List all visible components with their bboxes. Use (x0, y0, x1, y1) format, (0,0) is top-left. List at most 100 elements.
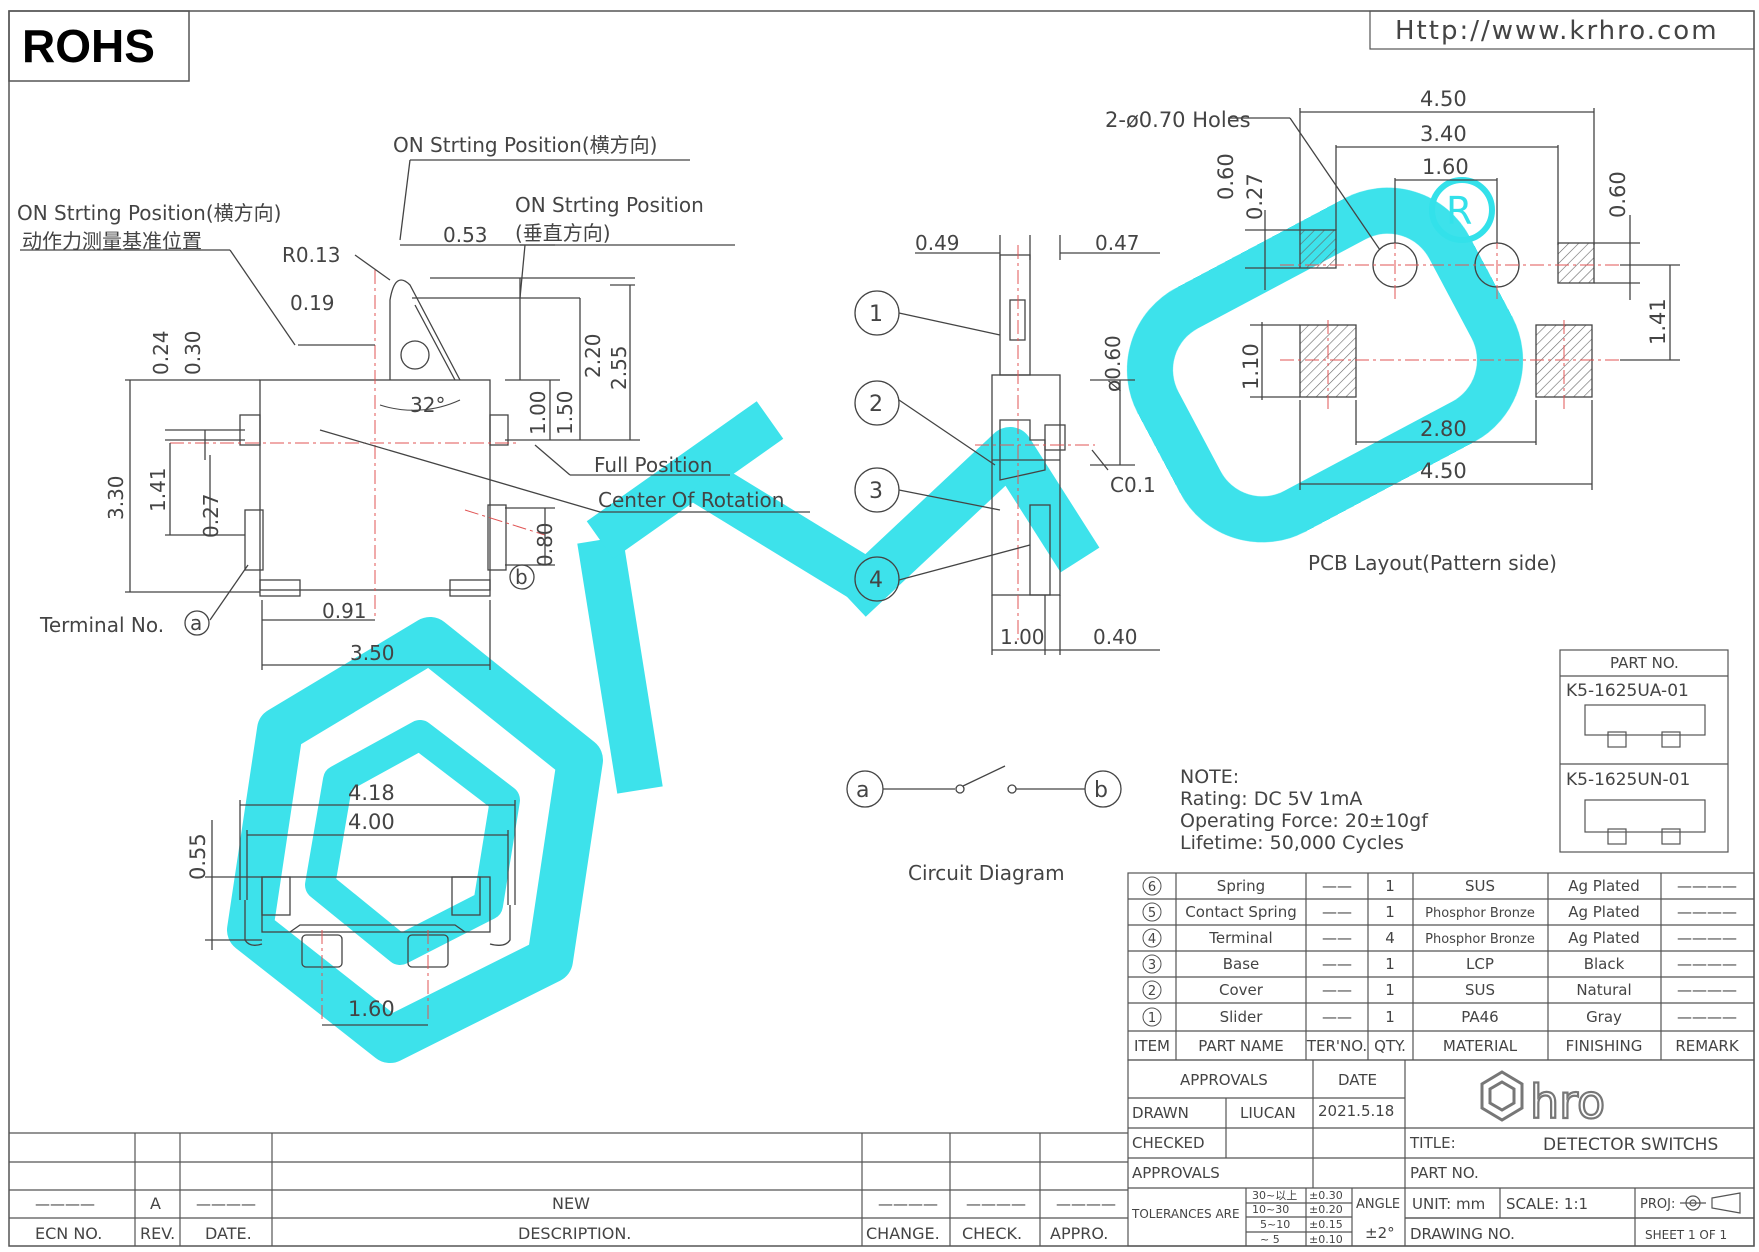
angle-32: 32° (410, 393, 445, 417)
circuit-labels: a b Circuit Diagram (856, 778, 1108, 885)
dim-220: 2.20 (581, 333, 605, 378)
bom-item-circle-icon (1142, 928, 1162, 948)
rev-row-dash-3: ———— (878, 1195, 938, 1213)
bom-remark: ———— (1677, 903, 1737, 921)
revision-strip-lines (9, 1132, 1128, 1246)
part-no-labels: PART NO. K5-1625UA-01 K5-1625UN-01 (1566, 654, 1690, 790)
notes-lifetime: Lifetime: 50,000 Cycles (1180, 832, 1404, 854)
title-block-labels: APPROVALS DATE DRAWN LIUCAN 2021.5.18 CH… (1131, 1071, 1727, 1246)
title-label: TITLE: (1409, 1134, 1456, 1152)
dim-100: 1.00 (526, 390, 550, 435)
bom-material: SUS (1465, 877, 1495, 895)
tol-range-4: ~ 5 (1260, 1233, 1280, 1246)
bom-material: Phosphor Bronze (1425, 906, 1535, 921)
bom-ter-no: —— (1322, 955, 1352, 973)
tol-range-2: 10~30 (1252, 1203, 1289, 1216)
bom-qty: 1 (1385, 981, 1395, 999)
notes-rating: Rating: DC 5V 1mA (1180, 788, 1362, 810)
bom-qty: 1 (1385, 955, 1395, 973)
bom-item: 2 (1148, 984, 1156, 999)
dim-340: 3.40 (1420, 122, 1467, 146)
sheet-label: SHEET 1 OF 1 (1645, 1228, 1727, 1242)
date-header: DATE (1338, 1071, 1377, 1089)
on-starting-position-left-label: ON Strting Position(横方向) (17, 201, 281, 225)
dim-350: 3.50 (350, 641, 395, 665)
dim-080: 0.80 (533, 522, 557, 567)
center-of-rotation-label: Center Of Rotation (598, 488, 784, 512)
bom-header-part-name: PART NAME (1198, 1037, 1284, 1055)
dim-450-bottom: 4.50 (1420, 459, 1467, 483)
tol-range-1: 30~以上 (1252, 1189, 1297, 1202)
circuit-diagram (846, 765, 1122, 808)
bom-header-material: MATERIAL (1443, 1037, 1518, 1055)
rohs-box (8, 10, 190, 82)
dim-047: 0.47 (1095, 231, 1140, 255)
dim-024: 0.24 (149, 330, 173, 375)
side-view (20, 159, 810, 670)
dim-160-pcb: 1.60 (1422, 155, 1469, 179)
pcb-layout-caption: PCB Layout(Pattern side) (1308, 551, 1557, 575)
unit-label: UNIT: mm (1412, 1195, 1485, 1213)
bom-item-circle-icon (1142, 876, 1162, 896)
notes-force: Operating Force: 20±10gf (1180, 810, 1429, 832)
bom-item: 6 (1148, 880, 1156, 895)
approvals-label: APPROVALS (1132, 1164, 1220, 1182)
bom-finishing: Ag Plated (1568, 903, 1640, 921)
front-view (854, 235, 1160, 655)
tolerances-label: TOLERANCES ARE (1131, 1207, 1240, 1221)
balloon-3: 3 (869, 479, 883, 504)
part-no-2: K5-1625UN-01 (1566, 770, 1690, 790)
dim-450-top: 4.50 (1420, 87, 1467, 111)
rev-description-value: NEW (552, 1194, 590, 1213)
tol-range-3: 5~10 (1260, 1218, 1290, 1231)
terminal-b-label: b (515, 565, 528, 589)
change-header: CHANGE. (866, 1224, 940, 1243)
dim-400: 4.00 (348, 810, 395, 834)
bom-part-name: Contact Spring (1185, 903, 1297, 921)
dim-255: 2.55 (607, 345, 631, 390)
rev-header: REV. (140, 1224, 175, 1243)
bom-material: LCP (1466, 955, 1494, 973)
proj-label: PROJ: (1640, 1197, 1675, 1212)
tol-value-3: ±0.15 (1309, 1218, 1343, 1231)
dim-418: 4.18 (348, 781, 395, 805)
bom-part-name: Cover (1219, 981, 1264, 999)
rev-row-dash-2: ———— (196, 1195, 256, 1213)
bom-qty: 1 (1385, 1008, 1395, 1026)
bom-header-remark: REMARK (1675, 1037, 1740, 1055)
dim-150: 1.50 (553, 390, 577, 435)
circuit-diagram-caption: Circuit Diagram (908, 861, 1065, 885)
balloon-1: 1 (869, 302, 883, 327)
date-header-rev: DATE. (205, 1224, 252, 1243)
bom-item-circle-icon (1142, 980, 1162, 1000)
bottom-view (205, 800, 516, 1026)
tol-value-1: ±0.30 (1309, 1189, 1343, 1202)
dim-040: 0.40 (1093, 625, 1138, 649)
bom-material: SUS (1465, 981, 1495, 999)
url-box (1369, 10, 1755, 50)
bom-part-name: Base (1223, 955, 1260, 973)
bom-part-name: Terminal (1208, 929, 1272, 947)
dim-c01: C0.1 (1110, 473, 1156, 497)
bom-ter-no: —— (1322, 981, 1352, 999)
approvals-header: APPROVALS (1180, 1071, 1268, 1089)
bom-ter-no: —— (1322, 903, 1352, 921)
dim-049: 0.49 (915, 231, 960, 255)
bom-remark: ———— (1677, 929, 1737, 947)
scale-label: SCALE: 1:1 (1506, 1195, 1588, 1213)
bom-header-finishing: FINISHING (1566, 1037, 1643, 1055)
part-no-box (1559, 649, 1729, 853)
bom-ter-no: —— (1322, 1008, 1352, 1026)
part-no-1: K5-1625UA-01 (1566, 681, 1689, 701)
dim-100-front: 1.00 (1000, 625, 1045, 649)
bom-material: PA46 (1461, 1008, 1498, 1026)
dim-027-pcb: 0.27 (1243, 173, 1267, 220)
checked-label: CHECKED (1132, 1134, 1205, 1152)
circuit-terminal-a: a (856, 778, 869, 803)
part-no-label-tb: PART NO. (1410, 1164, 1479, 1182)
bom-finishing: Gray (1586, 1008, 1622, 1026)
angle-value: ±2° (1365, 1224, 1395, 1242)
bom-header-ter-no: TER'NO. (1306, 1037, 1367, 1055)
